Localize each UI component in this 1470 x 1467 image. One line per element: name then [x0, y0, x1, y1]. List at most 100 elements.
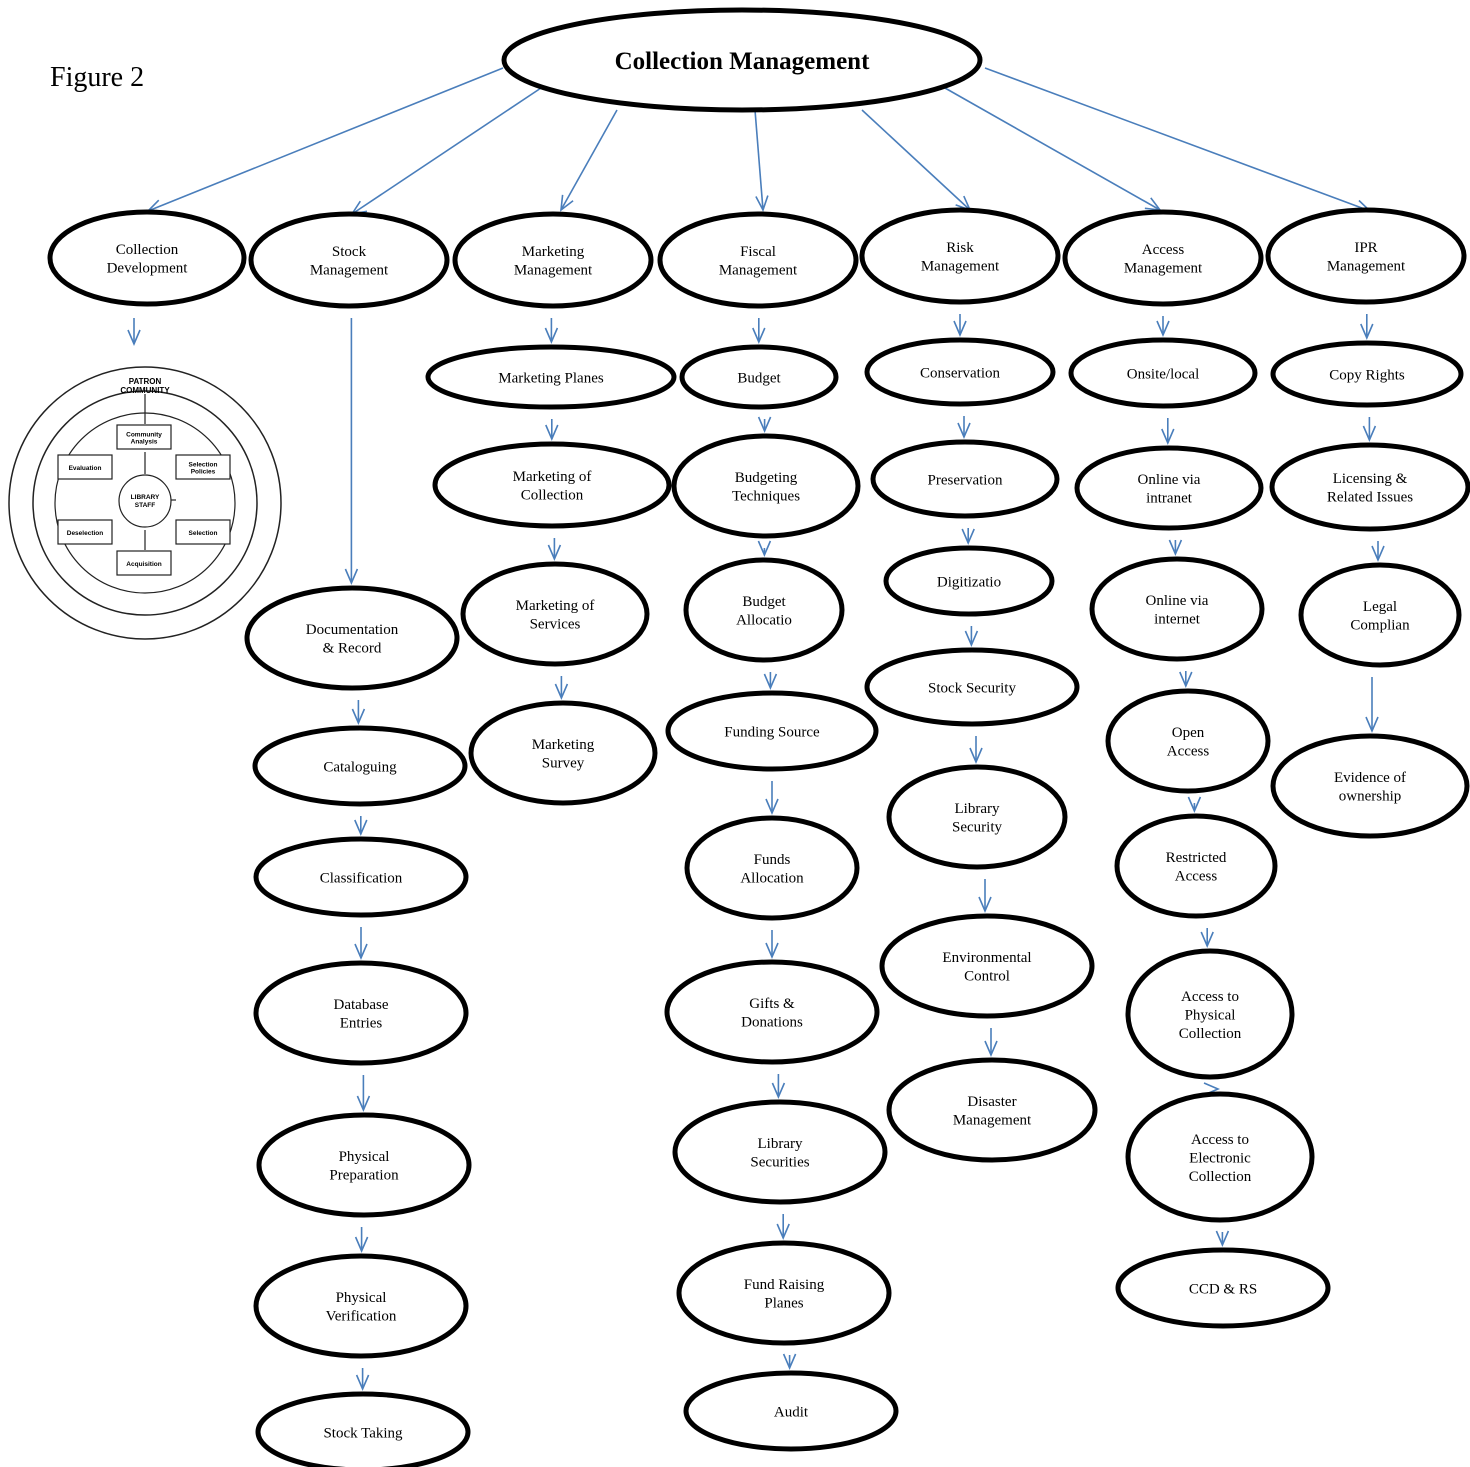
node-ccd-and-rs: CCD & RS: [1115, 1247, 1331, 1329]
node-budget-shape: [679, 344, 839, 410]
node-gifts-and-donations-label: Gifts &Donations: [741, 996, 803, 1031]
node-stock-taking-label: Stock Taking: [323, 1425, 403, 1441]
node-funding-source-label: Funding Source: [724, 724, 820, 740]
node-stock-security-shape: [864, 647, 1080, 727]
node-onsite-local: Onsite/local: [1068, 337, 1258, 409]
node-collection-development-shape: [47, 209, 247, 307]
node-legal-complian-shape: [1298, 562, 1462, 668]
cycle-box-selection: [175, 519, 231, 545]
figure-label: Figure 2: [50, 62, 145, 93]
node-gifts-and-donations: Gifts &Donations: [664, 959, 880, 1065]
node-physical-preparation-shape: [256, 1112, 472, 1218]
node-conservation-shape: [864, 337, 1056, 407]
node-stock-security-label: Stock Security: [928, 680, 1016, 696]
node-digitizatio: Digitizatio: [883, 545, 1055, 617]
node-fiscal-management-shape: [657, 211, 859, 309]
cycle-outer-label-0: PATRON: [129, 377, 162, 386]
node-classification: Classification: [253, 836, 469, 918]
node-marketing-planes-shape: [425, 344, 677, 410]
node-database-entries-shape: [253, 960, 469, 1066]
node-access-management-shape: [1062, 209, 1264, 307]
node-marketing-survey-shape: [468, 700, 658, 806]
cycle-box-evaluation: [57, 454, 113, 480]
arrow-root-to-fm: [754, 109, 769, 213]
node-library-securities-shape: [672, 1099, 888, 1205]
arrow-root-to-rm: [861, 109, 972, 212]
node-preservation-shape: [870, 439, 1060, 519]
node-physical-verification-shape: [253, 1253, 469, 1359]
node-online-via-internet-shape: [1089, 556, 1265, 662]
node-stock-taking: Stock Taking: [255, 1391, 471, 1467]
cycle-box-label-deselection-0: Deselection: [67, 530, 104, 537]
cycle-box-label-selection-policies-0: Selection: [189, 462, 218, 469]
node-audit-shape: [683, 1370, 899, 1452]
root-node-collection-management-shape: [501, 7, 983, 113]
cycle-box-label-community-analysis-0: Community: [126, 432, 162, 439]
cycle-middle-ring: [32, 390, 258, 616]
node-licensing-and-related-issues-shape: [1269, 442, 1470, 532]
arrow-root-to-am: [944, 87, 1162, 212]
node-licensing-and-related-issues-label: Licensing &Related Issues: [1327, 471, 1413, 506]
node-funding-source: Funding Source: [665, 690, 879, 772]
cycle-center-label-0: LIBRARY: [131, 494, 160, 501]
cycle-box-selection-policies: [175, 454, 231, 480]
cycle-box-community-analysis: [116, 424, 172, 450]
cycle-center-circle: [118, 474, 172, 528]
node-preservation-label: Preservation: [928, 472, 1003, 488]
root-node-collection-management: Collection Management: [501, 7, 983, 113]
cycle-center-label-1: STAFF: [135, 502, 155, 509]
node-documentation-and-record-shape: [244, 585, 460, 691]
arrow-root-to-sm: [350, 87, 542, 216]
node-marketing-planes-label: Marketing Planes: [498, 370, 604, 386]
node-conservation: Conservation: [864, 337, 1056, 407]
node-budget: Budget: [679, 344, 839, 410]
node-budget-label: Budget: [737, 370, 781, 386]
node-open-access-shape: [1105, 688, 1271, 794]
node-cataloguing: Cataloguing: [252, 725, 468, 807]
node-marketing-of-collection-shape: [432, 441, 672, 529]
cycle-outer-label-1: COMMUNITY: [120, 386, 170, 395]
node-online-via-intranet-shape: [1074, 445, 1264, 531]
node-cataloguing-shape: [252, 725, 468, 807]
node-digitizatio-label: Digitizatio: [937, 574, 1001, 590]
node-conservation-label: Conservation: [920, 365, 1000, 381]
node-onsite-local-label: Onsite/local: [1127, 366, 1199, 382]
cycle-box-label-selection-policies-1: Policies: [191, 469, 216, 476]
node-licensing-and-related-issues: Licensing &Related Issues: [1269, 442, 1470, 532]
node-classification-label: Classification: [320, 870, 403, 886]
